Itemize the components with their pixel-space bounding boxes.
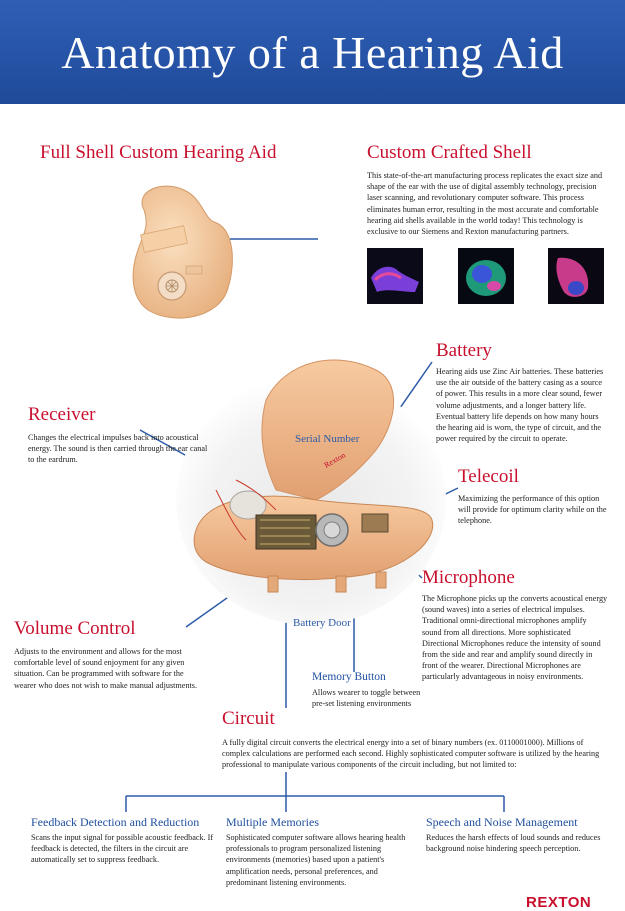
full-shell-hearing-aid-icon [132, 185, 233, 319]
laser-scan-thumbnail [367, 248, 423, 304]
header-banner: Anatomy of a Hearing Aid [0, 0, 625, 104]
battery-title: Battery [436, 340, 492, 361]
shell-title: Full Shell Custom Hearing Aid [40, 142, 277, 163]
feedback-text: Scans the input signal for possible acou… [31, 833, 214, 865]
page-title: Anatomy of a Hearing Aid [61, 27, 564, 78]
memory-button-title: Memory Button [312, 671, 386, 683]
battery-text: Hearing aids use Zinc Air batteries. The… [436, 367, 604, 444]
memory-button-text: Allows wearer to toggle between pre-set … [312, 688, 421, 709]
circuit-text: A fully digital circuit converts the ele… [222, 738, 600, 770]
receiver-text: Changes the electrical impulses back int… [28, 433, 208, 465]
circuit-title: Circuit [222, 708, 275, 729]
laser-scan-thumbnail [458, 248, 514, 304]
hearing-aid-anatomy-icon: Rexton [176, 359, 446, 625]
custom-shell-text: This state-of-the-art manufacturing proc… [367, 171, 603, 237]
microphone-title: Microphone [422, 567, 515, 588]
telecoil-text: Maximizing the performance of this optio… [458, 494, 607, 526]
speech-text: Reduces the harsh effects of loud sounds… [426, 833, 601, 854]
custom-shell-title: Custom Crafted Shell [367, 142, 532, 163]
memories-title: Multiple Memories [226, 815, 319, 829]
rexton-logo: REXTON [526, 894, 592, 911]
telecoil-title: Telecoil [458, 466, 519, 487]
laser-scan-thumbnail [548, 248, 604, 304]
volume-control-title: Volume Control [14, 618, 136, 639]
speech-title: Speech and Noise Management [426, 815, 578, 829]
memories-text: Sophisticated computer software allows h… [226, 833, 406, 887]
microphone-text: The Microphone picks up the converts aco… [422, 594, 608, 682]
feedback-title: Feedback Detection and Reduction [31, 815, 200, 829]
receiver-title: Receiver [28, 404, 96, 425]
volume-control-text: Adjusts to the environment and allows fo… [14, 647, 198, 690]
serial-number-label: Serial Number [295, 433, 360, 445]
battery-door-label: Battery Door [293, 617, 351, 629]
